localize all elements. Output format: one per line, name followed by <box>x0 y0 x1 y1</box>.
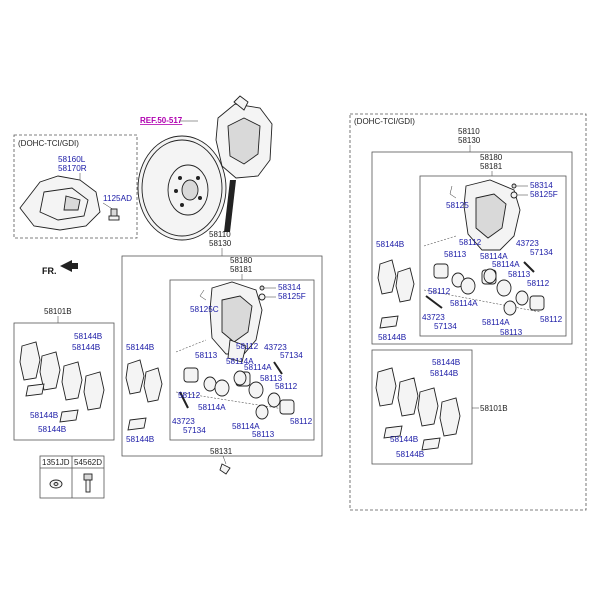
rb-label-58144B-1: 58144B <box>432 358 461 367</box>
label-m58144B-2: 58144B <box>126 435 155 444</box>
label-58314: 58314 <box>278 283 301 292</box>
label-58125C: 58125C <box>190 305 219 314</box>
r-label-58144B-1: 58144B <box>376 240 405 249</box>
caliper-inner-box-right <box>419 175 567 337</box>
dohc-left-box <box>13 134 138 239</box>
label-43723: 43723 <box>264 343 287 352</box>
dohc-right-label: (DOHC-TCI/GDI) <box>354 117 415 126</box>
r-label-58113-b: 58113 <box>508 270 531 279</box>
r-label-58130: 58130 <box>458 136 481 145</box>
pad-set-left <box>19 341 105 423</box>
label-58114A-c: 58114A <box>198 403 226 412</box>
dohc-right-box <box>349 113 587 511</box>
label-58113-a: 58113 <box>195 351 218 360</box>
label-1125AD: 1125AD <box>103 194 132 203</box>
label-58131: 58131 <box>210 447 233 456</box>
label-58112-a: 58112 <box>236 342 259 351</box>
r-label-43723-b: 43723 <box>422 313 445 322</box>
r-label-58113-a: 58113 <box>444 250 467 259</box>
front-arrow-icon <box>60 260 78 272</box>
pad-set-center <box>125 359 163 431</box>
label-43723-b: 43723 <box>172 417 195 426</box>
piston-set-center <box>179 361 295 420</box>
caliper-inner-box-center <box>169 279 315 441</box>
label-58170R: 58170R <box>58 164 87 173</box>
pad-box-left <box>13 322 115 441</box>
r-label-58113-c: 58113 <box>500 328 523 337</box>
label-58114A-d: 58114A <box>232 422 260 431</box>
r-label-58114A-c: 58114A <box>450 299 478 308</box>
label-58130: 58130 <box>209 239 232 248</box>
dust-shield-part <box>19 175 101 231</box>
r-label-58144B-2: 58144B <box>378 333 407 342</box>
label-57134-b: 57134 <box>183 426 206 435</box>
label-58112-b: 58112 <box>275 382 298 391</box>
label-58144B-1: 58144B <box>74 332 103 341</box>
rb-label-58144B-3: 58144B <box>390 435 419 444</box>
ref-label[interactable]: REF.50-517 <box>140 116 183 125</box>
r-label-58114A-b: 58114A <box>492 260 520 269</box>
r-label-58125: 58125 <box>446 201 469 210</box>
label-58113-c: 58113 <box>252 430 275 439</box>
pad-set-right-top <box>377 259 415 329</box>
label-57134: 57134 <box>280 351 303 360</box>
r-label-58114A-d: 58114A <box>482 318 510 327</box>
brake-disc <box>137 135 227 241</box>
label-58144B-2: 58144B <box>72 343 101 352</box>
caliper-body-center <box>209 281 263 363</box>
r-label-58314: 58314 <box>530 181 553 190</box>
rb-label-58144B-2: 58144B <box>430 369 459 378</box>
dohc-left-label: (DOHC-TCI/GDI) <box>18 139 79 148</box>
r-label-58112-c: 58112 <box>428 287 451 296</box>
r-label-57134: 57134 <box>530 248 553 257</box>
r-label-58112-a: 58112 <box>459 238 482 247</box>
r-label-58112-d: 58112 <box>540 315 563 324</box>
label-58144B-3: 58144B <box>30 411 59 420</box>
label-58101B: 58101B <box>44 307 72 316</box>
label-m58144B-1: 58144B <box>126 343 155 352</box>
pad-set-right-bottom <box>375 367 461 451</box>
label-58113-b: 58113 <box>260 374 283 383</box>
caliper-body-right <box>463 179 521 251</box>
label-58125F: 58125F <box>278 292 306 301</box>
piston-set-right <box>425 261 545 316</box>
fr-label: FR. <box>42 266 57 276</box>
caliper-box-right <box>371 151 573 345</box>
caliper-box-center <box>121 255 323 457</box>
bolt-54562D <box>83 473 93 493</box>
bolt-1125AD <box>108 208 120 221</box>
arrow-pointer <box>224 180 236 232</box>
r-label-57134-b: 57134 <box>434 322 457 331</box>
label-58112-c: 58112 <box>178 391 201 400</box>
r-label-43723: 43723 <box>516 239 539 248</box>
r-label-58112-b: 58112 <box>527 279 550 288</box>
label-58180: 58180 <box>230 256 253 265</box>
r-label-58114A-a: 58114A <box>480 252 508 261</box>
pad-box-right <box>371 349 473 465</box>
label-58110: 58110 <box>209 230 231 239</box>
r-label-58101B: 58101B <box>480 404 508 413</box>
r-label-58180: 58180 <box>480 153 503 162</box>
label-58114A-b: 58114A <box>244 363 272 372</box>
rb-label-58144B-4: 58144B <box>396 450 425 459</box>
label-58181: 58181 <box>230 265 253 274</box>
label-58112-d: 58112 <box>290 417 313 426</box>
label-58114A-a: 58114A <box>226 357 254 366</box>
r-label-58181: 58181 <box>480 162 503 171</box>
caliper-assembly-top <box>215 95 273 179</box>
r-label-58110: 58110 <box>458 127 480 136</box>
r-label-58125F: 58125F <box>530 190 558 199</box>
label-1351JD: 1351JD <box>42 458 70 467</box>
label-58144B-4: 58144B <box>38 425 67 434</box>
bleeder-58131 <box>219 463 231 475</box>
label-58160L: 58160L <box>58 155 86 164</box>
label-54562D: 54562D <box>74 458 102 467</box>
